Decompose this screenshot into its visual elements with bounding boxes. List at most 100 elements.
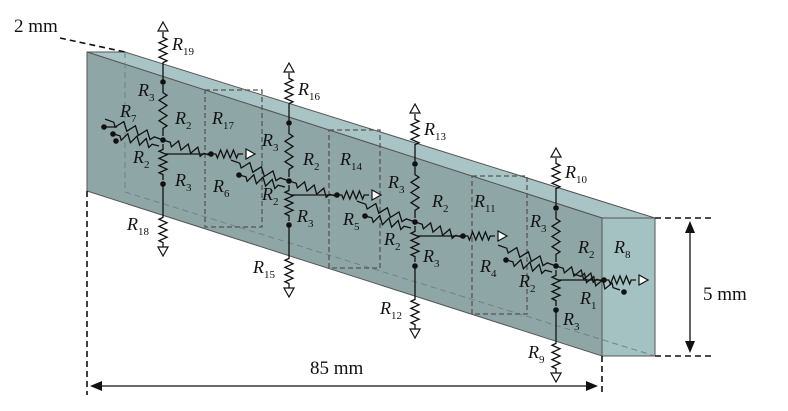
resistor-label-base: R <box>383 229 395 249</box>
resistor-label-r2: R2 <box>132 147 150 171</box>
resistor-label-base: R <box>211 108 223 128</box>
node-dot <box>412 219 418 225</box>
resistor-label-base: R <box>297 79 309 99</box>
section-box-3 <box>471 175 528 315</box>
resistor-label-base: R <box>473 191 485 211</box>
resistor-r19 <box>157 32 169 68</box>
resistor-label-r8: R8 <box>613 237 631 261</box>
resistor-r2-left <box>356 200 416 223</box>
height-arrow-bottom <box>685 341 695 353</box>
resistor-r2-right <box>414 221 464 240</box>
resistor-r18 <box>157 212 169 248</box>
resistor-label-subscript: 3 <box>574 321 580 333</box>
resistor-label-subscript: 17 <box>223 120 235 132</box>
resistor-label-base: R <box>339 149 351 169</box>
node-dot <box>286 178 292 184</box>
node-dot <box>236 172 242 178</box>
length-label: 85 mm <box>310 358 364 379</box>
resistor-label-r15: R15 <box>252 257 276 281</box>
resistor-label-r3: R3 <box>562 309 580 333</box>
resistor-label-r3: R3 <box>174 170 192 194</box>
resistor-r1 <box>573 272 621 291</box>
resistor-label-r3: R3 <box>296 206 314 230</box>
resistor-label-r4: R4 <box>479 256 497 280</box>
resistor-label-base: R <box>379 298 391 318</box>
resistor-label-subscript: 2 <box>530 283 536 295</box>
boundary-arrow-right <box>638 273 650 287</box>
resistor-r3-upper <box>409 167 421 218</box>
resistor-r2-left <box>230 159 290 182</box>
boundary-arrow-down <box>549 372 563 384</box>
node-dot <box>113 138 119 144</box>
resistor-label-base: R <box>296 206 308 226</box>
resistor-r3-lower <box>550 270 562 306</box>
resistor-label-base: R <box>119 101 131 121</box>
resistor-r6 <box>238 173 286 190</box>
bar-side-face <box>601 217 656 357</box>
resistor-label-base: R <box>174 108 186 128</box>
resistor-r3-lower <box>157 144 169 180</box>
resistor-r5 <box>364 214 412 231</box>
resistor-label-subscript: 3 <box>434 258 440 270</box>
resistor-r3-lower <box>409 226 421 262</box>
resistor-r8 <box>604 274 636 286</box>
resistor-label-r2: R2 <box>431 191 449 215</box>
resistor-label-subscript: 7 <box>131 113 137 125</box>
resistor-label-subscript: 2 <box>395 241 401 253</box>
resistor-label-r17: R17 <box>211 108 235 132</box>
resistor-label-subscript: 8 <box>625 249 631 261</box>
resistor-r3-upper <box>157 85 169 136</box>
resistor-label-r2: R2 <box>174 108 192 132</box>
resistor-label-base: R <box>137 80 149 100</box>
node-dot <box>362 213 368 219</box>
resistor-label-r2: R2 <box>302 149 320 173</box>
resistor-label-base: R <box>518 271 530 291</box>
resistor-label-subscript: 4 <box>491 268 497 280</box>
resistor-r3-upper <box>283 126 295 177</box>
boundary-arrow-up <box>408 102 422 114</box>
height-label: 5 mm <box>703 284 747 305</box>
resistor-label-subscript: 5 <box>354 221 360 233</box>
boundary-arrow-right <box>497 229 509 243</box>
resistor-label-r6: R6 <box>212 176 230 200</box>
resistor-label-base: R <box>529 211 541 231</box>
resistor-label-r3: R3 <box>529 211 547 235</box>
resistor-r4 <box>505 258 553 275</box>
resistor-r2-left <box>497 244 557 267</box>
boundary-arrow-up <box>549 146 563 158</box>
resistor-label-base: R <box>423 119 435 139</box>
resistor-label-subscript: 3 <box>399 184 405 196</box>
resistor-label-subscript: 12 <box>391 310 402 322</box>
resistor-label-subscript: 3 <box>273 142 279 154</box>
node-dot <box>621 289 627 295</box>
resistor-label-subscript: 2 <box>273 196 279 208</box>
resistor-label-base: R <box>261 184 273 204</box>
resistor-label-base: R <box>252 257 264 277</box>
resistor-label-subscript: 3 <box>186 182 192 194</box>
resistor-label-r10: R10 <box>564 162 588 186</box>
resistor-label-base: R <box>261 130 273 150</box>
resistor-label-base: R <box>302 149 314 169</box>
node-dot <box>503 257 509 263</box>
boundary-arrow-down <box>408 328 422 340</box>
resistor-label-r16: R16 <box>297 79 321 103</box>
resistor-label-base: R <box>174 170 186 190</box>
resistor-label-base: R <box>564 162 576 182</box>
resistor-label-r2: R2 <box>577 237 595 261</box>
resistor-label-subscript: 6 <box>224 188 230 200</box>
resistor-label-base: R <box>577 237 589 257</box>
resistor-label-subscript: 2 <box>186 120 192 132</box>
resistor-label-subscript: 16 <box>309 91 321 103</box>
resistor-label-r9: R9 <box>527 342 545 366</box>
length-arrow-left <box>90 381 102 391</box>
resistor-label-subscript: 13 <box>435 131 447 143</box>
hidden-bottom-edge <box>124 191 656 357</box>
resistor-label-subscript: 3 <box>541 223 547 235</box>
resistor-label-base: R <box>527 342 539 362</box>
resistor-r11 <box>463 230 495 242</box>
resistor-label-base: R <box>431 191 443 211</box>
resistor-r12 <box>409 294 421 330</box>
resistor-label-r12: R12 <box>379 298 402 322</box>
